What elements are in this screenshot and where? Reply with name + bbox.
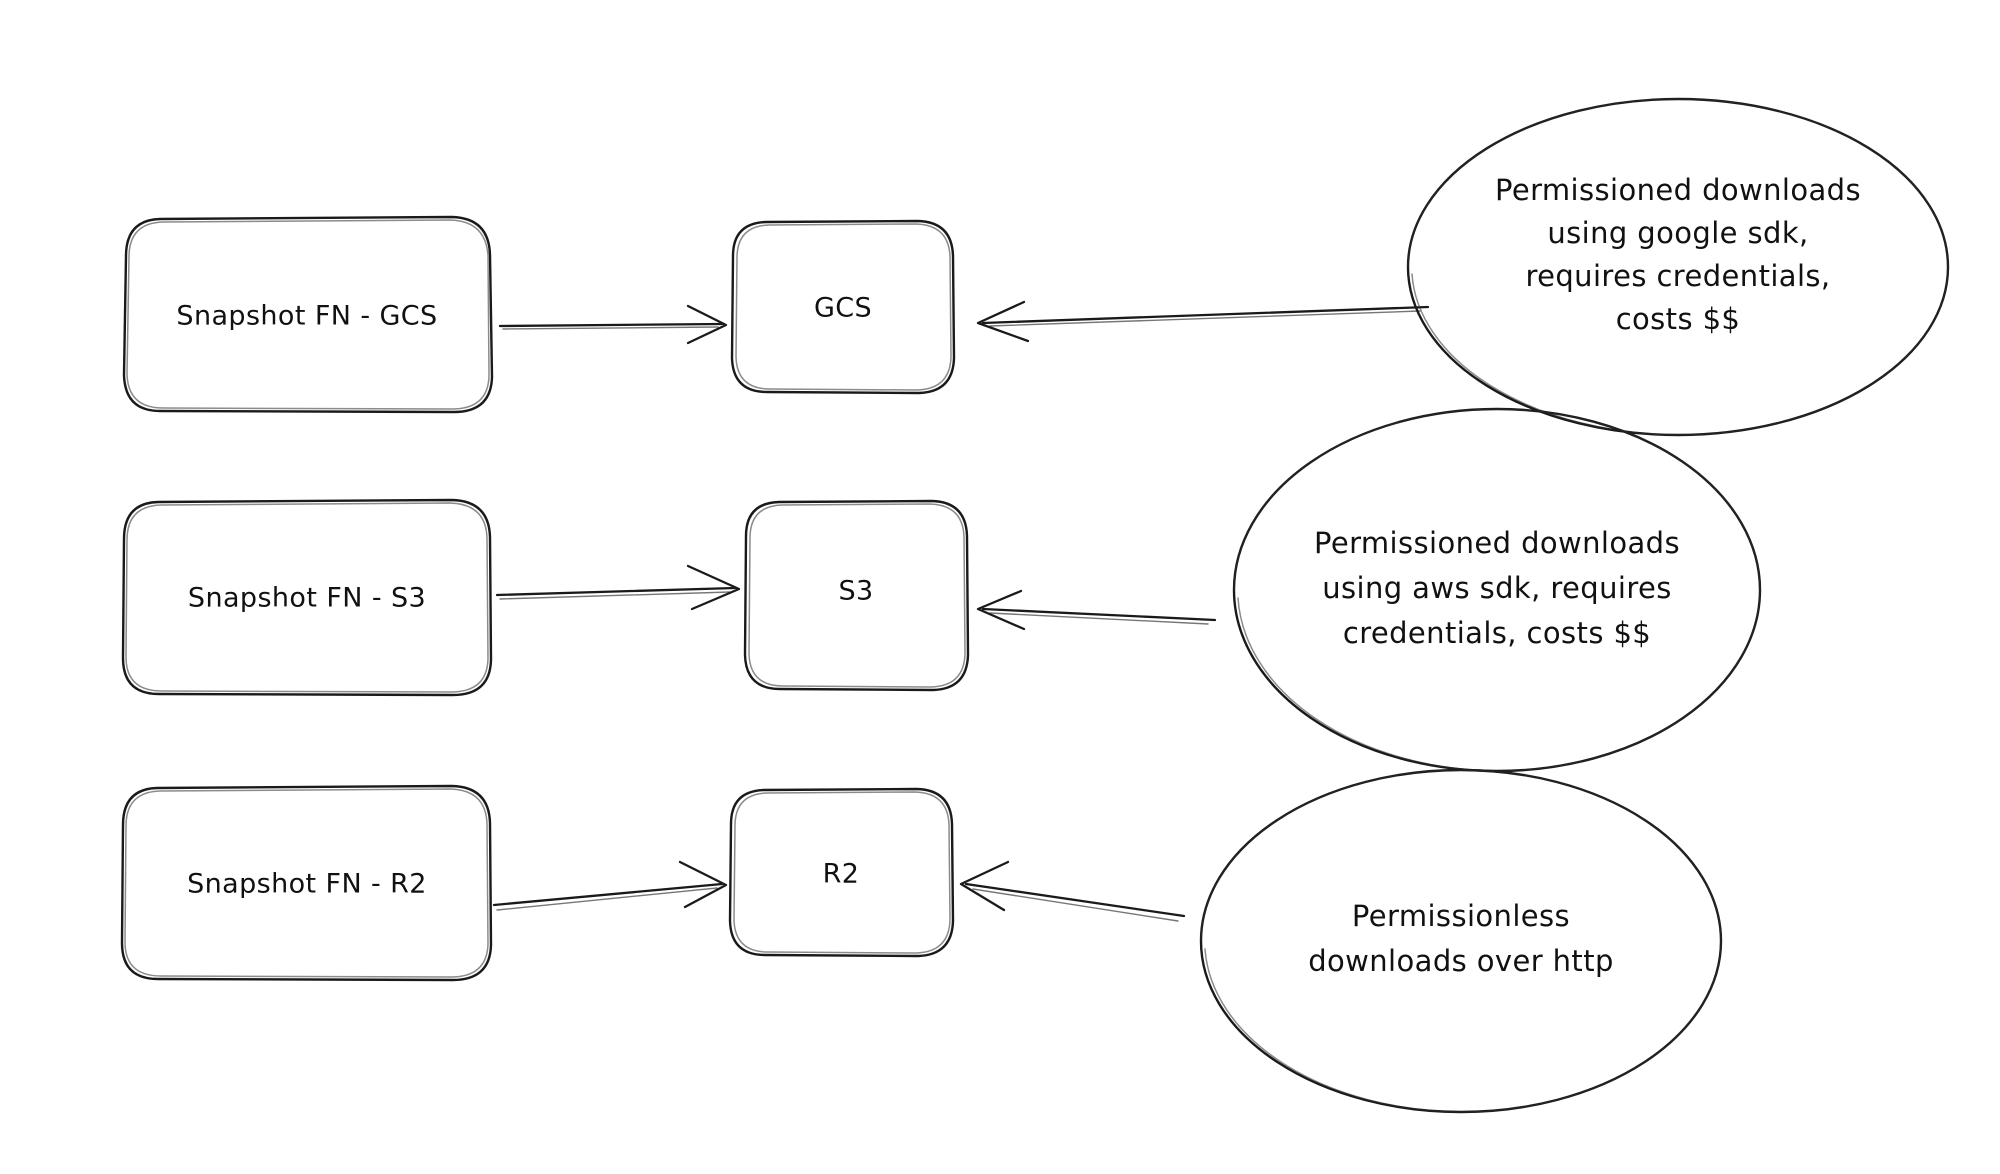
note-s3-line-3: credentials, costs $$: [1343, 616, 1651, 650]
node-label-s3: S3: [838, 576, 873, 607]
note-gcs[interactable]: Permissioned downloads using google sdk,…: [1406, 97, 1950, 437]
node-gcs[interactable]: GCS: [730, 219, 956, 395]
edge-note-s3-to-s3: [976, 589, 1217, 631]
edge-snapshot-s3-to-s3: [495, 564, 741, 611]
edge-snapshot-gcs-to-gcs: [498, 304, 728, 345]
node-s3[interactable]: S3: [743, 499, 970, 692]
edge-note-gcs-to-gcs: [976, 300, 1430, 343]
node-label-r2: R2: [823, 859, 860, 890]
node-label-snapshot-fn-s3: Snapshot FN - S3: [188, 583, 426, 614]
note-s3-line-2: using aws sdk, requires: [1322, 571, 1672, 605]
node-r2[interactable]: R2: [728, 787, 955, 958]
edge-snapshot-r2-to-r2: [492, 860, 728, 911]
node-label-gcs: GCS: [814, 293, 872, 324]
note-s3-line-1: Permissioned downloads: [1314, 526, 1680, 560]
note-gcs-line-4: costs $$: [1616, 302, 1741, 336]
note-gcs-line-1: Permissioned downloads: [1495, 173, 1861, 207]
node-snapshot-fn-gcs[interactable]: Snapshot FN - GCS: [122, 215, 494, 414]
edge-note-r2-to-r2: [959, 860, 1186, 922]
note-r2-line-2: downloads over http: [1308, 944, 1614, 978]
note-gcs-line-2: using google sdk,: [1547, 216, 1808, 250]
note-r2[interactable]: Permissionless downloads over http: [1199, 768, 1723, 1114]
node-label-snapshot-fn-gcs: Snapshot FN - GCS: [176, 301, 437, 332]
node-snapshot-fn-s3[interactable]: Snapshot FN - S3: [121, 498, 493, 697]
node-label-snapshot-fn-r2: Snapshot FN - R2: [187, 869, 427, 900]
note-s3[interactable]: Permissioned downloads using aws sdk, re…: [1232, 407, 1762, 773]
note-gcs-line-3: requires credentials,: [1525, 259, 1830, 293]
note-r2-line-1: Permissionless: [1352, 899, 1570, 933]
node-snapshot-fn-r2[interactable]: Snapshot FN - R2: [120, 784, 493, 982]
